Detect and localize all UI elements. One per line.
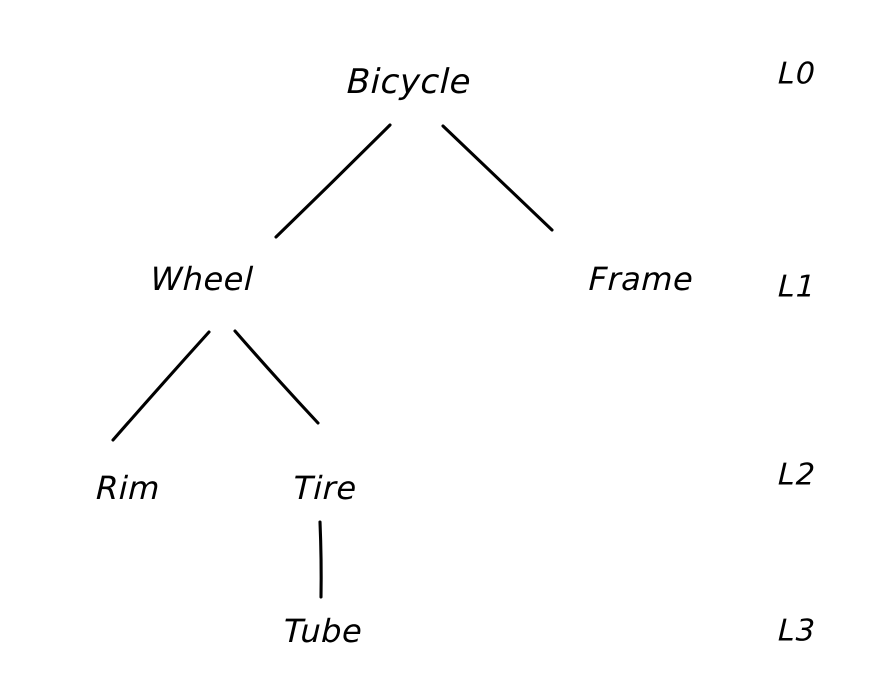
edge-bicycle-to-wheel [274, 123, 392, 239]
node-tire[interactable]: Tire [292, 469, 358, 507]
edge-wheel-to-rim [111, 330, 211, 442]
node-frame[interactable]: Frame [588, 260, 694, 298]
node-wheel[interactable]: Wheel [149, 260, 255, 298]
edge-wheel-to-tire [233, 329, 320, 425]
edge-bicycle-to-frame [441, 124, 554, 232]
level-label-l0: L0 [777, 56, 817, 92]
edge-group [111, 123, 554, 599]
level-label-l3: L3 [777, 613, 817, 649]
edge-tire-to-tube [318, 520, 323, 599]
node-tube[interactable]: Tube [283, 612, 363, 650]
level-label-l1: L1 [777, 269, 817, 305]
node-bicycle[interactable]: Bicycle [346, 62, 472, 102]
level-label-l2: L2 [777, 457, 817, 493]
node-rim[interactable]: Rim [95, 469, 161, 507]
